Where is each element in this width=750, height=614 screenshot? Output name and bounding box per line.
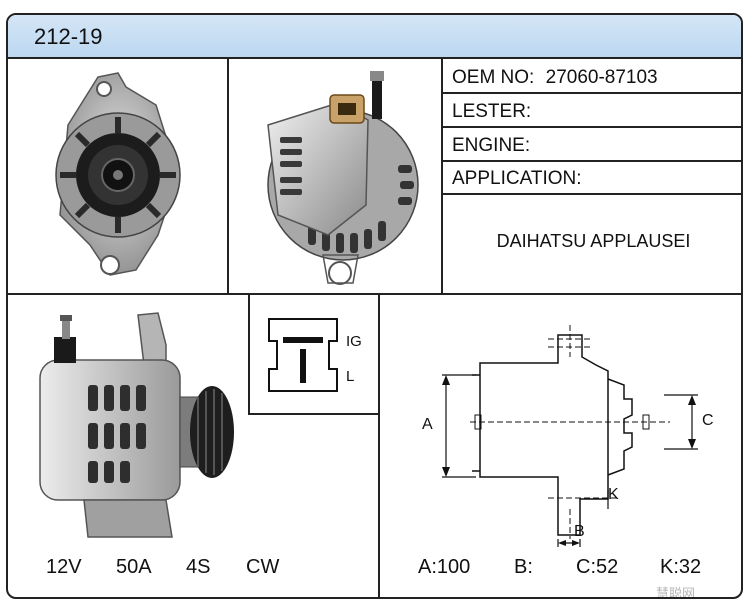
spec-sheet: 212-19 OEM NO: 27060-87103 LESTER: ENGIN… — [6, 13, 743, 599]
oem-label: OEM NO: — [452, 67, 535, 88]
dimension-label-a: A — [422, 416, 433, 433]
info-row-line-1 — [441, 92, 741, 94]
lester-label: LESTER: — [452, 101, 532, 122]
connector-label-l: L — [346, 368, 355, 385]
watermark: 慧聪网 — [656, 586, 696, 599]
header-bar: 212-19 — [8, 15, 741, 59]
spec-amperage: 50A — [116, 556, 152, 578]
alternator-rear-view-image — [267, 71, 419, 285]
part-number-title: 212-19 — [34, 24, 103, 49]
oem-value: 27060-87103 — [545, 67, 658, 88]
dim-b-value: B: — [514, 556, 533, 578]
dim-a-value: A:100 — [418, 556, 471, 578]
spec-voltage: 12V — [46, 556, 82, 578]
dimension-drawing — [442, 325, 698, 547]
grid-line-bottom-middle — [378, 293, 380, 597]
grid-line-horizontal-middle — [8, 293, 741, 295]
dimension-label-k: K — [608, 486, 619, 503]
application-value: DAIHATSU APPLAUSEI — [496, 231, 691, 251]
grid-line-top-left — [227, 59, 229, 293]
connector-pin-ig — [283, 337, 323, 343]
grid-line-top-right — [441, 59, 443, 293]
dimension-label-b: B — [574, 523, 585, 540]
dim-k-value: K:32 — [660, 556, 702, 578]
oem-row: OEM NO: 27060-87103 — [452, 67, 658, 89]
spec-rotation: CW — [246, 556, 280, 578]
info-row-line-2 — [441, 126, 741, 128]
dimension-label-c: C — [702, 412, 714, 429]
connector-box-left — [248, 293, 250, 415]
engine-label: ENGINE: — [452, 135, 531, 156]
dim-c-value: C:52 — [576, 556, 619, 578]
connector-box-bottom — [248, 413, 380, 415]
info-row-line-4 — [441, 193, 741, 195]
connector-pin-l — [300, 349, 306, 383]
connector-diagram — [268, 318, 338, 392]
alternator-side-view-image — [39, 312, 234, 538]
application-label: APPLICATION: — [452, 168, 582, 189]
connector-label-ig: IG — [346, 333, 362, 350]
info-row-line-3 — [441, 160, 741, 162]
spec-pulley: 4S — [186, 556, 211, 578]
alternator-front-view-image — [55, 72, 181, 276]
